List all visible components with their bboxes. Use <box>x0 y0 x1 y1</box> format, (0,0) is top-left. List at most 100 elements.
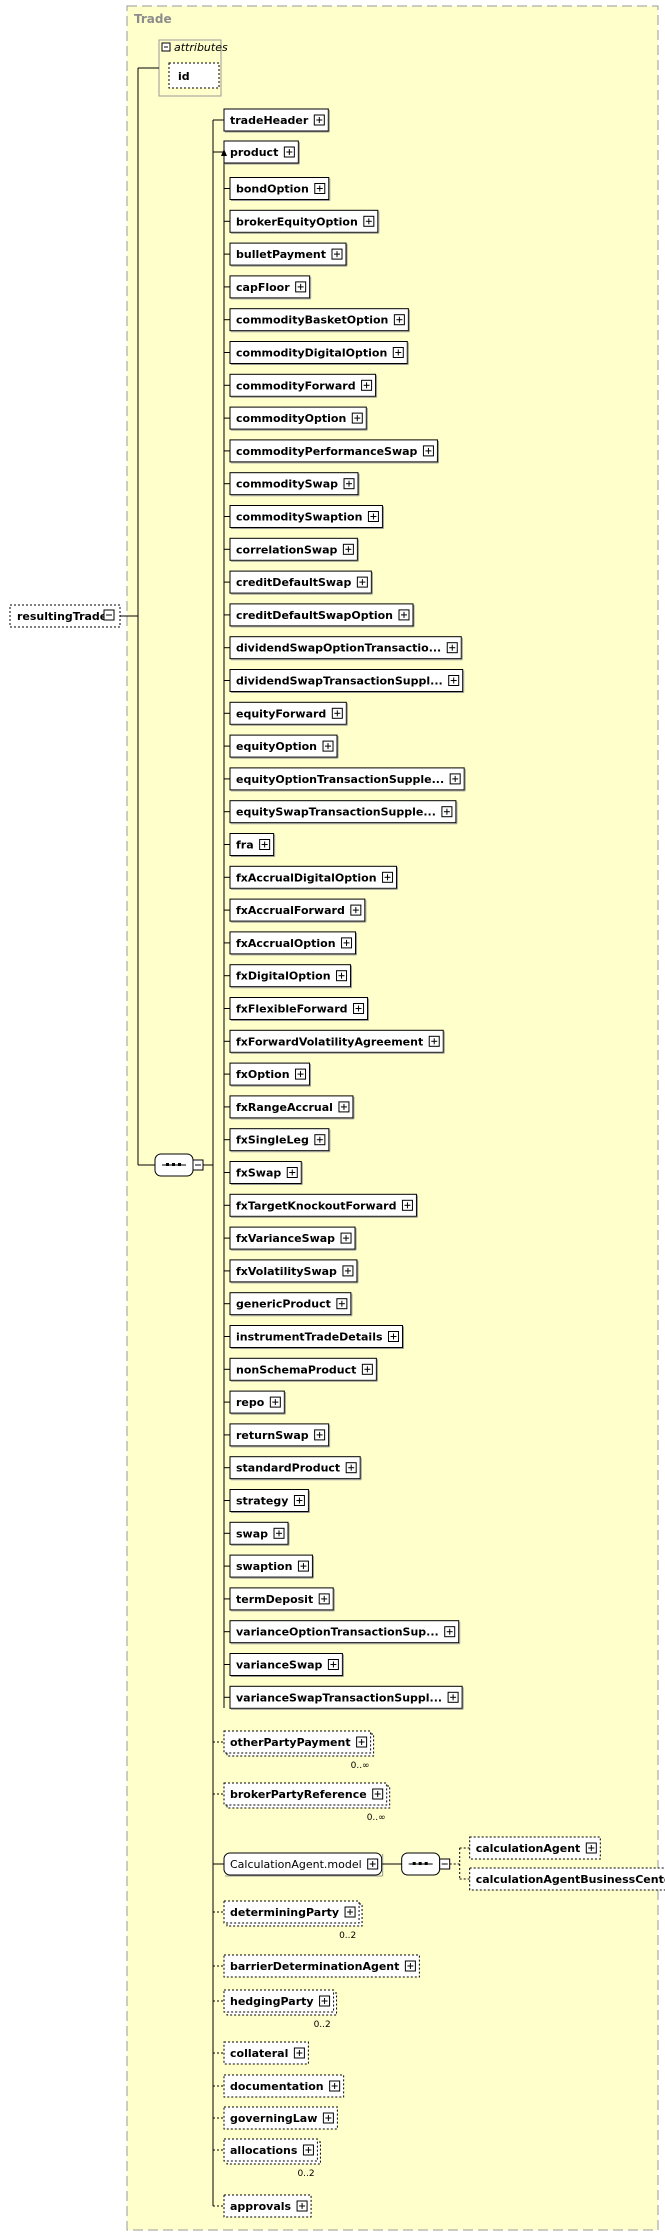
element-standard-product[interactable]: standardProduct <box>229 1456 362 1481</box>
expand-icon[interactable] <box>293 2047 305 2059</box>
element-fx-forward-volatility-agreement[interactable]: fxForwardVolatilityAgreement <box>229 1029 445 1054</box>
expand-icon[interactable] <box>404 1960 416 1972</box>
expand-icon[interactable] <box>361 379 373 391</box>
expand-icon[interactable] <box>259 839 271 850</box>
expand-icon[interactable] <box>361 1363 373 1375</box>
element-commodity-digital-option[interactable]: commodityDigitalOption <box>229 341 409 365</box>
expand-icon[interactable] <box>353 1003 365 1014</box>
expand-icon[interactable] <box>448 675 460 686</box>
element-commodity-forward[interactable]: commodityForward <box>229 373 378 398</box>
expand-icon[interactable] <box>392 347 404 358</box>
expand-icon[interactable] <box>447 1691 459 1703</box>
element-collateral[interactable]: collateral <box>223 2041 309 2065</box>
root-collapse-icon[interactable] <box>103 609 115 621</box>
element-broker-party-reference[interactable]: brokerPartyReference <box>223 1782 391 1809</box>
expand-icon[interactable] <box>356 1736 368 1748</box>
expand-icon[interactable] <box>422 445 434 457</box>
expand-icon[interactable] <box>363 215 375 227</box>
element-trade-header[interactable]: tradeHeader <box>223 108 330 133</box>
expand-icon[interactable] <box>319 1995 331 2007</box>
expand-icon[interactable] <box>295 1068 307 1080</box>
expand-icon[interactable] <box>342 543 354 555</box>
expand-icon[interactable] <box>341 937 353 949</box>
expand-icon[interactable] <box>345 1462 357 1474</box>
element-commodity-swap[interactable]: commoditySwap <box>229 472 360 497</box>
element-product[interactable]: product <box>223 140 300 165</box>
expand-icon[interactable] <box>338 1101 350 1113</box>
expand-icon[interactable] <box>449 773 461 785</box>
element-term-deposit[interactable]: termDeposit <box>229 1587 335 1612</box>
expand-icon[interactable] <box>444 1626 456 1638</box>
expand-icon[interactable] <box>283 146 295 158</box>
expand-icon[interactable] <box>269 1396 281 1408</box>
element-fx-accrual-option[interactable]: fxAccrualOption <box>229 931 358 956</box>
element-hedging-party[interactable]: hedgingParty <box>223 1989 338 2016</box>
expand-icon[interactable] <box>336 970 348 982</box>
expand-icon[interactable] <box>329 2080 341 2092</box>
element-non-schema-product[interactable]: nonSchemaProduct <box>229 1357 378 1382</box>
element-commodity-swaption[interactable]: commoditySwaption <box>229 505 384 529</box>
expand-icon[interactable] <box>388 1331 400 1342</box>
expand-icon[interactable] <box>314 1429 326 1441</box>
element-broker-equity-option[interactable]: brokerEquityOption <box>229 209 380 234</box>
element-dividend-swap-transaction-suppl[interactable]: dividendSwapTransactionSuppl... <box>229 669 465 693</box>
expand-icon[interactable] <box>398 609 410 621</box>
element-equity-forward[interactable]: equityForward <box>229 701 348 726</box>
element-commodity-performance-swap[interactable]: commodityPerformanceSwap <box>229 439 439 464</box>
element-equity-option-transaction-supple[interactable]: equityOptionTransactionSupple... <box>229 767 466 792</box>
element-other-party-payment[interactable]: otherPartyPayment <box>223 1730 375 1757</box>
expand-icon[interactable] <box>342 1265 354 1277</box>
element-credit-default-swap[interactable]: creditDefaultSwap <box>229 570 373 595</box>
expand-icon[interactable] <box>331 248 343 260</box>
expand-icon[interactable] <box>367 1858 379 1870</box>
expand-icon[interactable] <box>293 1495 305 1506</box>
element-fx-volatility-swap[interactable]: fxVolatilitySwap <box>229 1259 359 1284</box>
element-fx-accrual-forward[interactable]: fxAccrualForward <box>229 898 367 923</box>
expand-icon[interactable] <box>446 642 458 654</box>
expand-icon[interactable] <box>393 314 405 326</box>
expand-icon[interactable] <box>314 1134 326 1146</box>
expand-icon[interactable] <box>296 2200 308 2212</box>
element-fx-accrual-digital-option[interactable]: fxAccrualDigitalOption <box>229 865 399 890</box>
element-generic-product[interactable]: genericProduct <box>229 1292 353 1317</box>
element-calculation-agent-model[interactable]: CalculationAgent.model <box>223 1852 384 1877</box>
element-determining-party[interactable]: determiningParty <box>223 1900 363 1927</box>
expand-icon[interactable] <box>313 114 325 126</box>
element-bullet-payment[interactable]: bulletPayment <box>229 242 348 267</box>
element-fx-single-leg[interactable]: fxSingleLeg <box>229 1128 331 1153</box>
expand-icon[interactable] <box>322 740 334 752</box>
expand-icon[interactable] <box>344 1906 356 1918</box>
element-calculation-agent-business-center[interactable]: calculationAgentBusinessCenter <box>469 1867 665 1891</box>
expand-icon[interactable] <box>297 1560 309 1572</box>
element-commodity-option[interactable]: commodityOption <box>229 406 368 431</box>
element-cap-floor[interactable]: capFloor <box>229 275 312 300</box>
expand-icon[interactable] <box>318 1593 330 1605</box>
element-strategy[interactable]: strategy <box>229 1489 310 1513</box>
element-variance-swap[interactable]: varianceSwap <box>229 1653 344 1677</box>
expand-icon[interactable] <box>322 2112 334 2124</box>
element-commodity-basket-option[interactable]: commodityBasketOption <box>229 308 410 333</box>
element-calculation-agent[interactable]: calculationAgent <box>469 1836 601 1860</box>
expand-icon[interactable] <box>343 478 355 490</box>
element-equity-swap-transaction-supple[interactable]: equitySwapTransactionSupple... <box>229 800 458 825</box>
expand-icon[interactable] <box>585 1842 597 1854</box>
expand-icon[interactable] <box>382 871 394 883</box>
choice-compositor[interactable] <box>401 1852 451 1876</box>
element-variance-option-transaction-sup[interactable]: varianceOptionTransactionSup... <box>229 1620 461 1645</box>
element-credit-default-swap-option[interactable]: creditDefaultSwapOption <box>229 603 415 628</box>
element-equity-option[interactable]: equityOption <box>229 734 339 759</box>
element-fx-flexible-forward[interactable]: fxFlexibleForward <box>229 997 370 1021</box>
expand-icon[interactable] <box>372 1788 384 1800</box>
expand-icon[interactable] <box>302 2144 314 2156</box>
element-return-swap[interactable]: returnSwap <box>229 1423 331 1448</box>
element-documentation[interactable]: documentation <box>223 2074 345 2098</box>
expand-icon[interactable] <box>367 511 379 522</box>
element-fx-swap[interactable]: fxSwap <box>229 1161 303 1185</box>
expand-icon[interactable] <box>314 183 326 194</box>
expand-icon[interactable] <box>331 707 343 719</box>
expand-icon[interactable] <box>327 1659 339 1670</box>
element-approvals[interactable]: approvals <box>223 2194 312 2218</box>
element-barrier-determination-agent[interactable]: barrierDeterminationAgent <box>223 1954 420 1978</box>
element-variance-swap-transaction-suppl[interactable]: varianceSwapTransactionSuppl... <box>229 1685 464 1710</box>
expand-icon[interactable] <box>340 1232 352 1244</box>
